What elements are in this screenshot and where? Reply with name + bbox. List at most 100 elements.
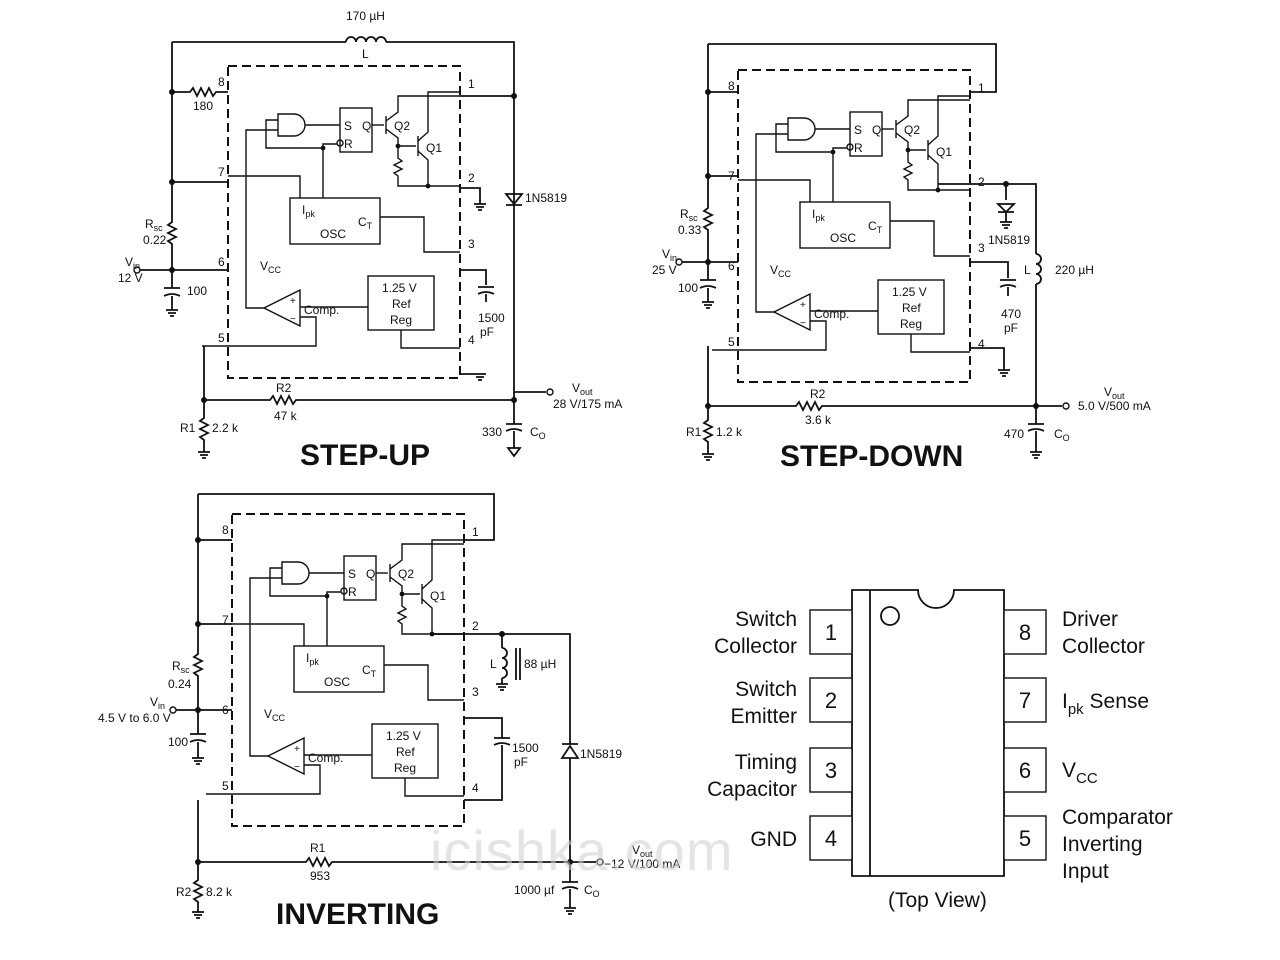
step-down-pin-label-1: 1: [978, 81, 985, 95]
inverting-pin-label-8: 8: [222, 523, 229, 537]
inverting-rsc-sub: sc: [181, 665, 191, 675]
step-up-co-label: C: [530, 425, 539, 439]
inverting-co-value: 1000 µf: [514, 883, 555, 897]
step-up-comparator-minus: −: [290, 314, 296, 325]
inverting-co-sub: O: [593, 889, 600, 899]
step-up-vin-label: V: [125, 255, 133, 269]
inverting-pin-label-7: 7: [222, 613, 229, 627]
step-up-pin-label-2: 2: [468, 171, 475, 185]
inverting-vcc-label: VCC: [264, 707, 286, 723]
step-down-inductor-value: 220 µH: [1055, 263, 1094, 277]
svg-text:CO: CO: [584, 883, 600, 899]
step-up-r180-value: 180: [193, 99, 213, 113]
inverting-reference-line-3: Reg: [394, 761, 416, 775]
inverting-pin-label-2: 2: [472, 619, 479, 633]
step-down-comparator-plus: +: [800, 300, 806, 311]
svg-text:CO: CO: [1054, 427, 1070, 443]
pin-number-8: 8: [1019, 620, 1031, 645]
step-down-ct-value-1: 470: [1001, 307, 1021, 321]
step-up-flipflop-r-label: R: [344, 137, 353, 151]
step-down-reference-line-2: Ref: [902, 301, 921, 315]
svg-text:Vin: Vin: [125, 255, 140, 271]
step-down-co-label: C: [1054, 427, 1063, 441]
inverting-vin-value: 4.5 V to 6.0 V: [98, 711, 171, 725]
inverting-ct-value-2: pF: [514, 755, 528, 769]
svg-text:VCC: VCC: [1062, 759, 1098, 787]
inverting-r1-label: R1: [310, 841, 326, 855]
step-up-r2-value: 47 k: [274, 409, 298, 423]
inverting-rsc-value: 0.24: [168, 677, 192, 691]
watermark: icishka.com: [430, 819, 734, 882]
inverting-rsc-label: R: [172, 659, 181, 673]
step-down-vout-value: 5.0 V/500 mA: [1078, 399, 1151, 413]
step-up-flipflop-q-label: Q: [362, 119, 371, 133]
step-up-vout-label: V: [572, 381, 580, 395]
step-up-rsc-value: 0.22: [143, 233, 167, 247]
step-up-rsc-sub: sc: [154, 223, 164, 233]
pin-7-label-sub: pk: [1068, 701, 1084, 718]
step-up-reference-line-1: 1.25 V: [382, 281, 417, 295]
pin-1-label-line-2: Collector: [714, 635, 797, 658]
inverting-reference-line-1: 1.25 V: [386, 729, 421, 743]
inverting-pin-label-5: 5: [222, 779, 229, 793]
inverting-cin-value: 100: [168, 735, 188, 749]
inverting-diode-label: 1N5819: [580, 747, 622, 761]
pin1-indicator-dot: [880, 606, 900, 626]
step-up-pin-label-6: 6: [218, 255, 225, 269]
svg-text:Rsc: Rsc: [680, 207, 698, 223]
step-up-co-sub: O: [539, 431, 546, 441]
step-up-pin-label-3: 3: [468, 237, 475, 251]
step-up-pin-label-8: 8: [218, 75, 225, 89]
pin-6-label: V: [1062, 759, 1076, 782]
inverting-co-label: C: [584, 883, 593, 897]
pin-6-label-sub: CC: [1076, 770, 1098, 787]
step-down-pin-label-3: 3: [978, 241, 985, 255]
step-up-flipflop-s-label: S: [344, 119, 352, 133]
step-down-title: STEP-DOWN: [780, 440, 963, 473]
pin-7-label: I: [1062, 690, 1068, 713]
pin-2-label-line-2: Emitter: [730, 705, 797, 728]
svg-text:Vout: Vout: [572, 381, 593, 397]
step-down-flipflop-r-label: R: [854, 141, 863, 155]
pinout-caption: (Top View): [888, 889, 987, 912]
pin-box-6: [1003, 747, 1047, 793]
pin-5-label-line-3: Input: [1062, 860, 1109, 883]
step-down-rsc-value: 0.33: [678, 223, 702, 237]
step-up-rsc-label: R: [145, 217, 154, 231]
step-down-vout-sub: out: [1112, 391, 1125, 401]
pin-number-2: 2: [825, 688, 837, 713]
step-down-reference-line-1: 1.25 V: [892, 285, 927, 299]
svg-text:Vout: Vout: [632, 843, 653, 859]
step-up-title: STEP-UP: [300, 439, 430, 472]
step-down-pin-label-7: 7: [728, 169, 735, 183]
pin-number-1: 1: [825, 620, 837, 645]
inverting-title: INVERTING: [276, 898, 439, 931]
step-up-vout-value: 28 V/175 mA: [553, 397, 622, 411]
step-down-pin-label-2: 2: [978, 175, 985, 189]
inverting-r2-value: 8.2 k: [206, 885, 233, 899]
inverting-transistor-q1-label: Q1: [430, 589, 446, 603]
svg-text:CO: CO: [530, 425, 546, 441]
pinout-diagram: 1 2 3 4 8 7 6 5 Switch Collector Switch …: [707, 589, 1173, 912]
inverting-pin-label-1: 1: [472, 525, 479, 539]
svg-text:Ipk Sense: Ipk Sense: [1062, 690, 1149, 718]
step-down-oscillator-ct-label: CT: [868, 219, 883, 235]
inverting-flipflop-r-label: R: [348, 585, 357, 599]
svg-text:Rsc: Rsc: [145, 217, 163, 233]
pin-2-label-line-1: Switch: [735, 678, 797, 701]
pin-8-label-line-1: Driver: [1062, 608, 1118, 631]
step-up-circuit: 170 µH L 180 Rsc 0.22 Vin 12 V 100 1N581…: [118, 9, 622, 472]
step-down-circuit: Rsc 0.33 Vin 25 V 100 1N5819 470 pF L 22…: [652, 43, 1151, 473]
step-down-pin-label-8: 8: [728, 79, 735, 93]
step-down-cin-value: 100: [678, 281, 698, 295]
step-down-vcc-label: VCC: [770, 263, 792, 279]
step-down-transistor-q2-label: Q2: [904, 123, 920, 137]
step-down-vin-value: 25 V: [652, 263, 677, 277]
step-up-r2-label: R2: [276, 381, 292, 395]
step-up-pin-label-5: 5: [218, 331, 225, 345]
step-down-r2-value: 3.6 k: [805, 413, 832, 427]
step-down-vin-label: V: [662, 247, 670, 261]
inverting-comparator-label: Comp.: [308, 751, 343, 765]
